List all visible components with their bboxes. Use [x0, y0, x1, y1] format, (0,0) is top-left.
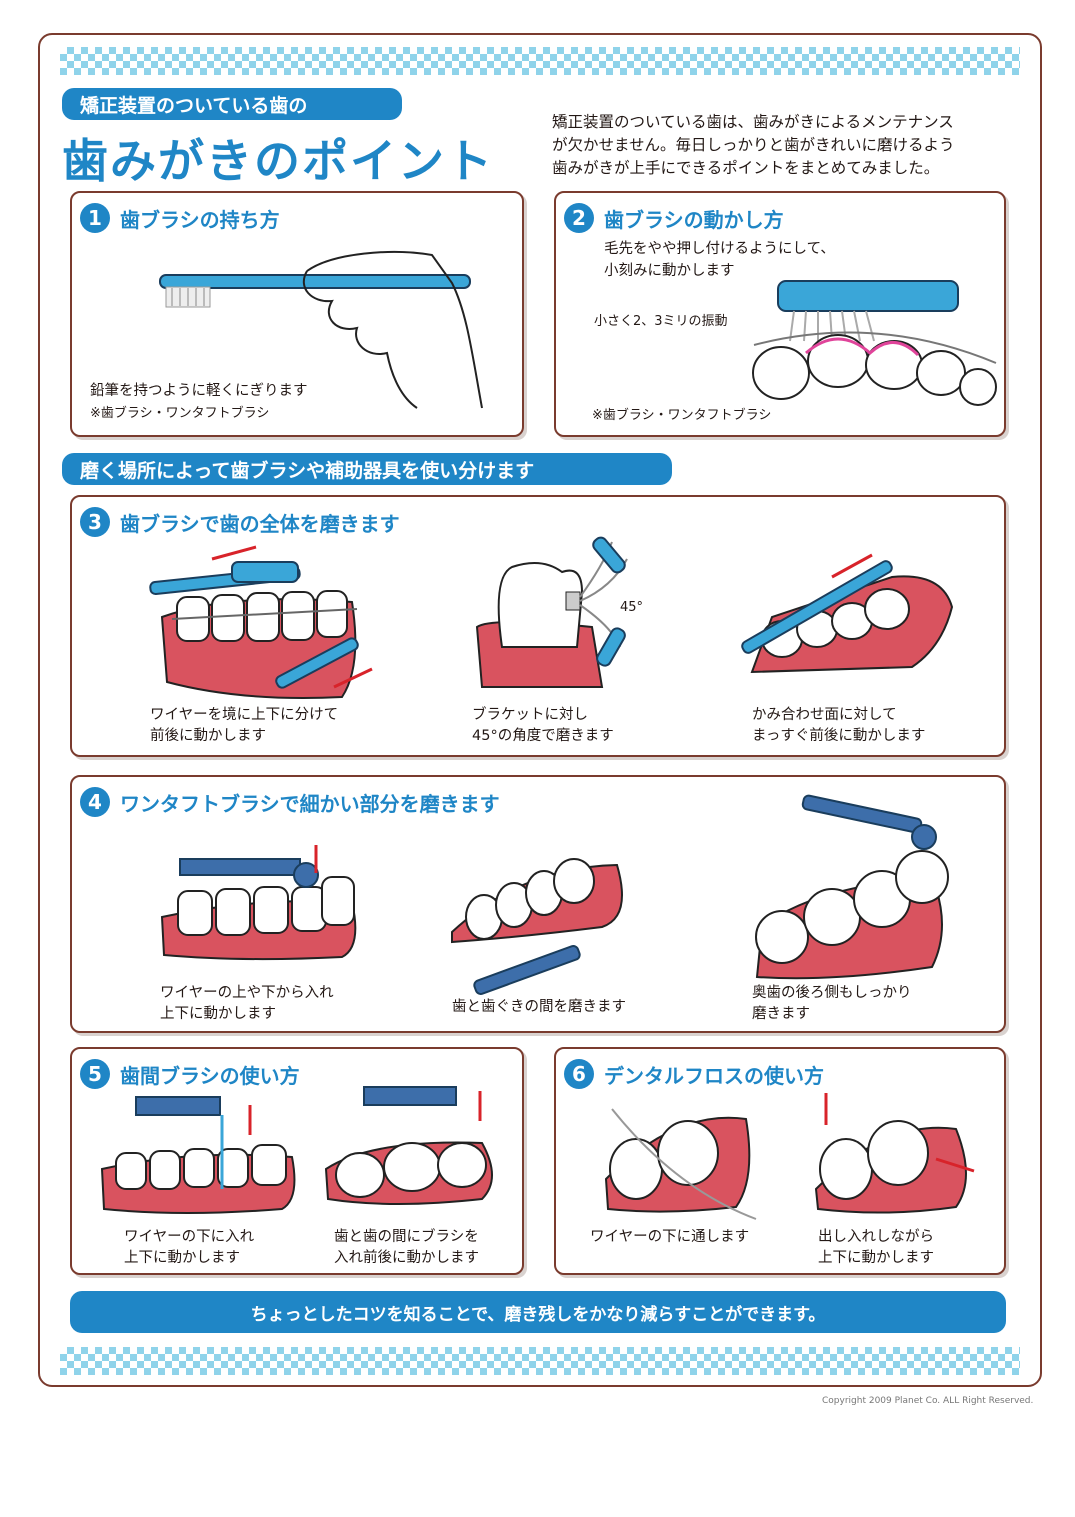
- intro-text: 矯正装置のついている歯は、歯みがきによるメンテナンス が欠かせません。毎日しっか…: [552, 111, 1022, 180]
- section-title: 歯ブラシの持ち方: [120, 207, 280, 232]
- section-6-caption: 出し入れしながら上下に動かします: [818, 1227, 934, 1269]
- caption-line: ワイヤーの上や下から入れ: [160, 985, 334, 1001]
- intro-line: 矯正装置のついている歯は、歯みがきによるメンテナンス: [552, 113, 954, 131]
- section-3-caption: ブラケットに対し 45°の角度で磨きます: [472, 705, 614, 747]
- intro-line: が欠かせません。毎日しっかりと歯がきれいに磨けるよう: [552, 136, 955, 154]
- caption-line: 入れ前後に動かします: [334, 1250, 479, 1266]
- caption-line: 歯と歯の間にブラシを: [334, 1229, 479, 1245]
- section-divider-text: 磨く場所によって歯ブラシや補助器具を使い分けます: [80, 459, 535, 482]
- vibration-label: 小さく2、3ミリの振動: [594, 314, 728, 329]
- section-title: 歯ブラシで歯の全体を磨きます: [120, 511, 400, 536]
- section-2-box: 2 歯ブラシの動かし方 毛先をやや押し付けるようにして、 小刻みに動かします 小さ…: [554, 191, 1006, 437]
- section-5-caption: 歯と歯の間にブラシを入れ前後に動かします: [334, 1227, 479, 1269]
- page-title: 歯みがきのポイント: [62, 134, 494, 188]
- section-4-heading: 4 ワンタフトブラシで細かい部分を磨きます: [80, 787, 500, 817]
- section-5-box: 5 歯間ブラシの使い方 ワイヤーの下に入れ上下に動かします 歯と歯の間にブラシを入…: [70, 1047, 524, 1275]
- section-5-heading: 5 歯間ブラシの使い方: [80, 1059, 300, 1089]
- section-title: ワンタフトブラシで細かい部分を磨きます: [120, 791, 500, 816]
- caption-line: まっすぐ前後に動かします: [752, 728, 926, 744]
- caption-line: ワイヤーの下に通します: [590, 1229, 750, 1245]
- section-1-caption: 鉛筆を持つように軽くにぎります: [90, 383, 308, 399]
- section-4-box: 4 ワンタフトブラシで細かい部分を磨きます ワイヤーの上や下から入れ上下に動かしま…: [70, 775, 1006, 1033]
- section-number: 6: [564, 1059, 594, 1089]
- section-3-heading: 3 歯ブラシで歯の全体を磨きます: [80, 507, 400, 537]
- section-5-caption: ワイヤーの下に入れ上下に動かします: [124, 1227, 254, 1269]
- section-1-heading: 1 歯ブラシの持ち方: [80, 203, 280, 233]
- caption-line: 前後に動かします: [150, 728, 266, 744]
- footer-banner: ちょっとしたコツを知ることで、磨き残しをかなり減らすことができます。: [70, 1291, 1006, 1333]
- brush-vibration-illustration: [752, 280, 997, 406]
- hand-holding-toothbrush-illustration: [159, 251, 483, 409]
- caption-line: ブラケットに対し: [472, 707, 588, 723]
- caption-line: ワイヤーを境に上下に分けて: [150, 707, 339, 723]
- caption-line: 出し入れしながら: [818, 1229, 934, 1245]
- caption-line: ワイヤーの下に入れ: [124, 1229, 255, 1245]
- interdental-brush-illustrations: [100, 1086, 493, 1214]
- checker-border-top: [60, 47, 1020, 75]
- intro-line: 歯みがきが上手にできるポイントをまとめてみました。: [552, 159, 940, 177]
- one-tuft-brush-illustrations: [160, 794, 949, 995]
- section-2-caption: 小刻みに動かします: [604, 263, 735, 279]
- section-3-caption: ワイヤーを境に上下に分けて前後に動かします: [150, 705, 338, 747]
- section-4-caption: ワイヤーの上や下から入れ上下に動かします: [160, 983, 334, 1025]
- section-title: 歯ブラシの動かし方: [604, 207, 784, 232]
- header-subtitle: 矯正装置のついている歯の: [62, 88, 402, 120]
- section-6-box: 6 デンタルフロスの使い方 ワイヤーの下に通します 出し入れしながら上下に動かしま…: [554, 1047, 1006, 1275]
- section-title: デンタルフロスの使い方: [604, 1063, 824, 1088]
- caption-line: 奥歯の後ろ側もしっかり: [752, 985, 912, 1001]
- section-title: 歯間ブラシの使い方: [120, 1063, 300, 1088]
- checker-border-bottom: [60, 1347, 1020, 1375]
- section-3-box: 3 歯ブラシで歯の全体を磨きます ワイヤーを境に上下に分けて前後に動かします 45…: [70, 495, 1006, 757]
- section-number: 3: [80, 507, 110, 537]
- section-2-caption: 毛先をやや押し付けるようにして、: [604, 241, 835, 257]
- section-6-heading: 6 デンタルフロスの使い方: [564, 1059, 824, 1089]
- section-2-heading: 2 歯ブラシの動かし方: [564, 203, 784, 233]
- angle-label: 45°: [620, 600, 644, 615]
- footer-banner-text: ちょっとしたコツを知ることで、磨き残しをかなり減らすことができます。: [250, 1304, 826, 1325]
- section-1-note: ※歯ブラシ・ワンタフトブラシ: [90, 406, 270, 421]
- caption-line: 上下に動かします: [818, 1250, 934, 1266]
- caption-line: 上下に動かします: [124, 1250, 240, 1266]
- section-4-caption: 奥歯の後ろ側もしっかり磨きます: [752, 983, 912, 1025]
- section-1-box: 1 歯ブラシの持ち方 鉛筆を持つように軽くにぎります ※歯ブラシ・ワンタフトブラシ: [70, 191, 524, 437]
- section-2-note: ※歯ブラシ・ワンタフトブラシ: [592, 408, 772, 423]
- section-number: 5: [80, 1059, 110, 1089]
- caption-line: かみ合わせ面に対して: [752, 707, 897, 723]
- section-4-caption: 歯と歯ぐきの間を磨きます: [452, 997, 626, 1018]
- header-subtitle-text: 矯正装置のついている歯の: [80, 94, 308, 117]
- section-number: 2: [564, 203, 594, 233]
- copyright-text: Copyright 2009 Planet Co. ALL Right Rese…: [822, 1396, 1034, 1406]
- caption-line: 磨きます: [752, 1006, 810, 1022]
- section-6-caption: ワイヤーの下に通します: [590, 1227, 749, 1248]
- section-3-caption: かみ合わせ面に対してまっすぐ前後に動かします: [752, 705, 925, 747]
- section-number: 1: [80, 203, 110, 233]
- section-number: 4: [80, 787, 110, 817]
- poster-frame: 矯正装置のついている歯の 歯みがきのポイント 矯正装置のついている歯は、歯みがき…: [38, 33, 1042, 1387]
- full-brushing-illustrations: [149, 536, 954, 699]
- caption-line: 45°の角度で磨きます: [472, 728, 614, 744]
- caption-line: 上下に動かします: [160, 1006, 276, 1022]
- section-divider: 磨く場所によって歯ブラシや補助器具を使い分けます: [62, 453, 672, 485]
- dental-floss-illustrations: [604, 1093, 975, 1220]
- caption-line: 歯と歯ぐきの間を磨きます: [452, 999, 626, 1015]
